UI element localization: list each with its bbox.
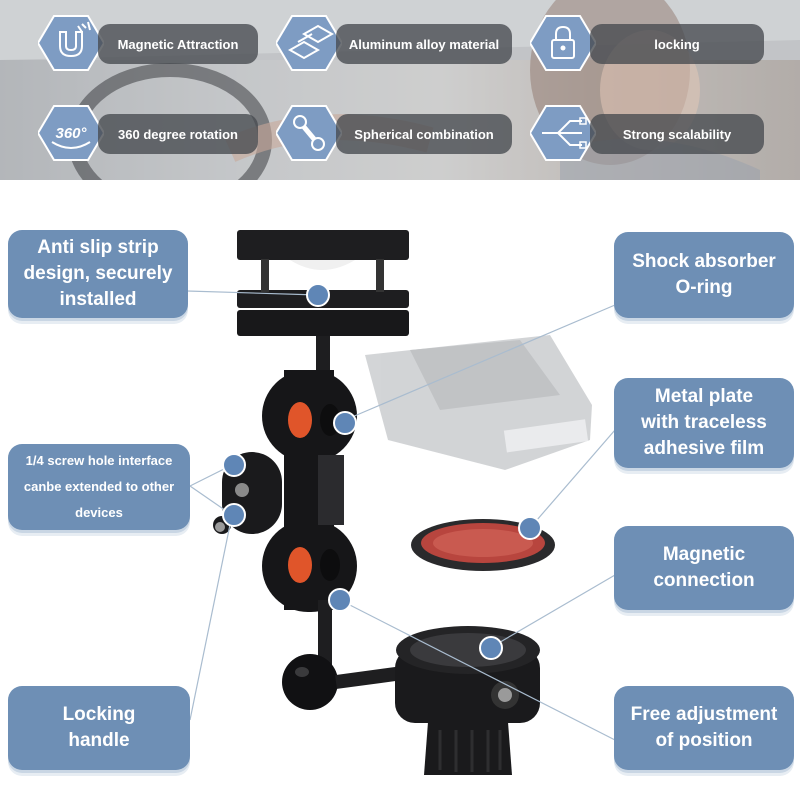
callout-line: Free adjustment: [630, 704, 778, 725]
leader-lines: [186, 290, 616, 741]
marker-dot: [222, 453, 246, 477]
rotation-360-icon: 360°: [38, 105, 104, 161]
expand-network-icon: [530, 105, 596, 161]
magnet-icon: [38, 15, 104, 71]
callout-line: connection: [653, 570, 755, 591]
marker-dot: [328, 588, 352, 612]
callout-line: Metal plate: [654, 386, 754, 407]
feature-label: Magnetic Attraction: [117, 36, 239, 52]
rotation-360-text: 360°: [55, 125, 87, 142]
feature-label: locking: [654, 36, 700, 52]
metal-bars-icon: [276, 15, 342, 71]
callout-screw-hole: 1/4 screw hole interface canbe extended …: [8, 444, 190, 530]
feature-360-rotation: 360 degree rotation: [98, 114, 258, 154]
callout-line: Locking: [62, 704, 136, 725]
callout-line: Anti slip strip: [37, 237, 159, 258]
callout-locking-handle: Locking handle: [8, 686, 190, 770]
marker-dot: [479, 636, 503, 660]
callout-magnetic-connection: Magnetic connection: [614, 526, 794, 610]
feature-label: Spherical combination: [354, 126, 494, 142]
radar-detector-image: [365, 335, 592, 470]
lock-icon: [530, 15, 596, 71]
feature-spherical-combination: Spherical combination: [336, 114, 512, 154]
callout-line: of position: [655, 730, 753, 751]
magnetic-base-image: [395, 626, 540, 775]
marker-dot: [333, 411, 357, 435]
feature-label: Aluminum alloy material: [348, 36, 500, 52]
ball-joint-icon: [276, 105, 342, 161]
callout-line: with traceless: [641, 412, 767, 433]
callout-free-adjustment: Free adjustment of position: [614, 686, 794, 770]
marker-dot: [518, 516, 542, 540]
callout-line: canbe extended to other: [23, 479, 175, 494]
feature-locking: locking: [590, 24, 764, 64]
callout-line: handle: [68, 730, 130, 751]
callout-line: devices: [75, 505, 123, 520]
feature-aluminum-alloy: Aluminum alloy material: [336, 24, 512, 64]
arm-image: [213, 370, 411, 710]
marker-dot: [306, 283, 330, 307]
callout-anti-slip: Anti slip strip design, securely install…: [8, 230, 188, 318]
feature-strong-scalability: Strong scalability: [590, 114, 764, 154]
callout-line: Magnetic: [662, 544, 746, 565]
callout-line: O-ring: [675, 277, 733, 298]
callout-metal-plate: Metal plate with traceless adhesive film: [614, 378, 794, 468]
callout-line: installed: [59, 289, 137, 310]
callout-line: Shock absorber: [632, 251, 776, 272]
callout-line: design, securely: [23, 263, 173, 284]
callout-line: 1/4 screw hole interface: [25, 453, 173, 468]
marker-dot: [222, 503, 246, 527]
feature-magnetic-attraction: Magnetic Attraction: [98, 24, 258, 64]
feature-label: Strong scalability: [622, 126, 732, 142]
callout-line: adhesive film: [643, 438, 765, 459]
callout-shock-absorber: Shock absorber O-ring: [614, 232, 794, 318]
feature-label: 360 degree rotation: [118, 126, 238, 142]
